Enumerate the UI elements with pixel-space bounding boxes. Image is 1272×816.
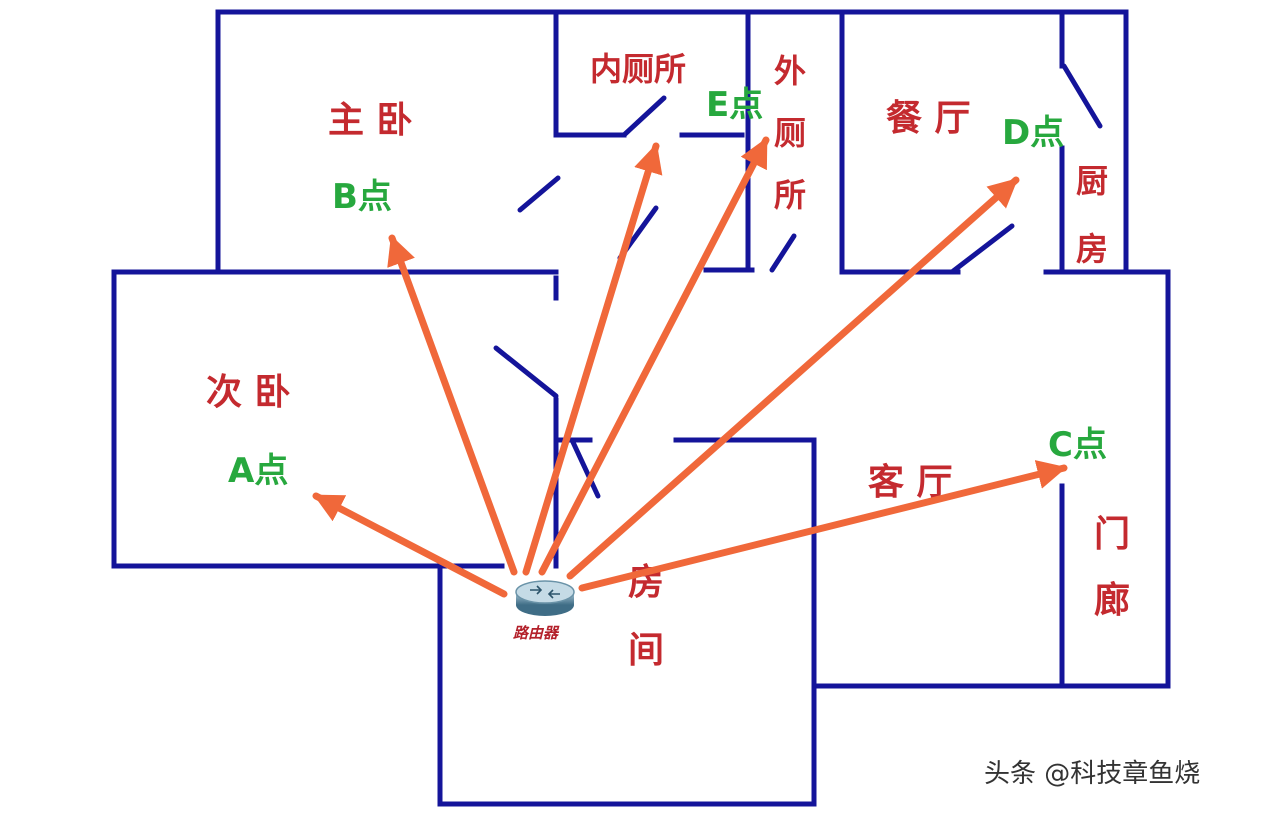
point-labels: A点 B点 C点 D点 E点 bbox=[228, 85, 1107, 491]
point-b-label: B点 bbox=[332, 177, 392, 217]
arrow-to-e bbox=[538, 136, 770, 576]
signal-arrows bbox=[312, 136, 1068, 598]
label-second-bedroom: 次 卧 bbox=[206, 372, 291, 413]
door-dining bbox=[949, 223, 1015, 275]
label-room-2: 间 bbox=[628, 630, 664, 671]
point-d-label: D点 bbox=[1002, 113, 1064, 153]
door-master bbox=[517, 175, 561, 213]
arrow-to-b bbox=[387, 234, 518, 576]
label-outer-toilet-2: 厕 bbox=[774, 114, 806, 152]
label-master-bedroom: 主 卧 bbox=[328, 100, 413, 141]
door-room bbox=[569, 437, 601, 499]
doors bbox=[493, 63, 1103, 499]
router-top bbox=[515, 580, 575, 604]
point-e-label: E点 bbox=[706, 85, 763, 125]
door-inner-toilet bbox=[621, 95, 667, 138]
door-kitchen bbox=[1061, 63, 1103, 129]
label-dining-room: 餐 厅 bbox=[886, 98, 971, 139]
label-entrance-hall-2: 廊 bbox=[1094, 580, 1130, 621]
label-entrance-hall-1: 门 bbox=[1094, 514, 1130, 555]
arrow-to-d bbox=[566, 176, 1020, 580]
router: 路由器 bbox=[513, 580, 575, 642]
label-outer-toilet-3: 所 bbox=[774, 176, 806, 214]
room-labels: 主 卧 内厕所 外 厕 所 餐 厅 厨 房 次 卧 客 厅 房 间 门 廊 bbox=[206, 50, 1130, 671]
label-inner-toilet: 内厕所 bbox=[590, 50, 686, 88]
label-kitchen-1: 厨 bbox=[1076, 162, 1108, 200]
router-label: 路由器 bbox=[513, 624, 560, 642]
router-icon-arrows bbox=[530, 585, 560, 599]
arrow-to-inner-toilet bbox=[522, 142, 663, 576]
walls bbox=[111, 9, 1171, 807]
arrow-to-a bbox=[312, 492, 508, 598]
label-kitchen-2: 房 bbox=[1076, 230, 1108, 268]
door-outer-toilet bbox=[769, 233, 797, 273]
arrow-to-c bbox=[578, 460, 1068, 592]
label-outer-toilet-1: 外 bbox=[774, 52, 806, 90]
point-c-label: C点 bbox=[1048, 425, 1107, 465]
door-second bbox=[493, 345, 559, 399]
point-a-label: A点 bbox=[228, 451, 288, 491]
watermark: 头条 @科技章鱼烧 bbox=[984, 759, 1200, 789]
